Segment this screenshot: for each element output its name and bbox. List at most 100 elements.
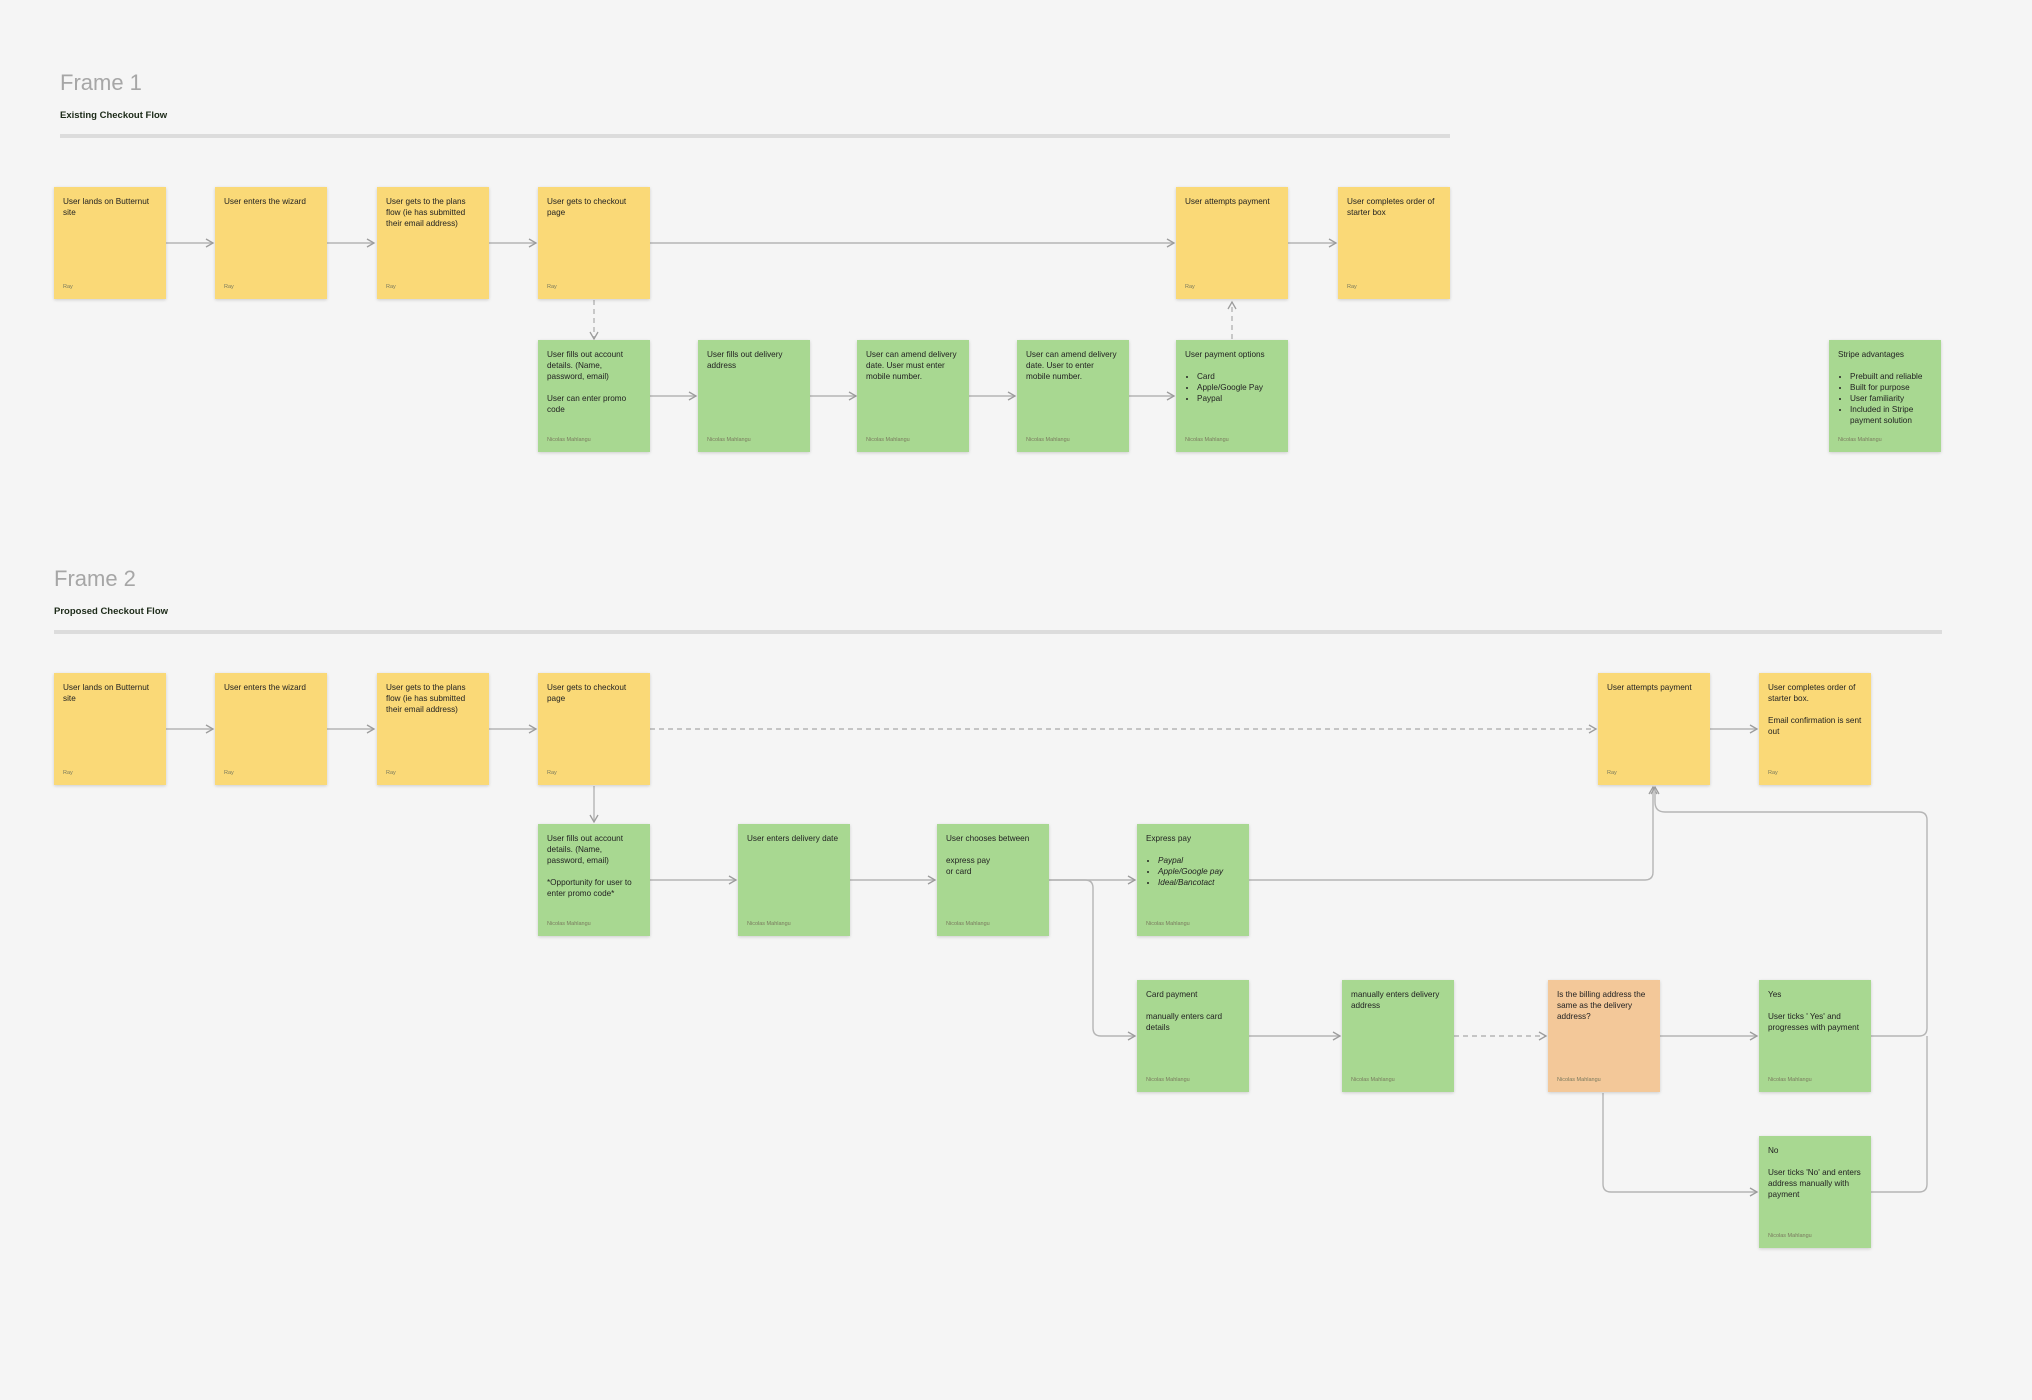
- sticky-text: Email confirmation is sent out: [1768, 716, 1862, 736]
- sticky-text: User completes order of starter box.: [1768, 683, 1856, 703]
- sticky-author: Ray: [1768, 770, 1778, 776]
- frame-1-divider: [60, 134, 1450, 138]
- sticky-text: User gets to the plans flow (ie has subm…: [386, 197, 466, 228]
- sticky-user-enters-wizard[interactable]: User enters the wizard Ray: [215, 187, 327, 299]
- sticky-bullet-item: Included in Stripe payment solution: [1850, 404, 1932, 426]
- sticky-body: User gets to checkout page: [547, 682, 641, 704]
- sticky-text: Is the billing address the same as the d…: [1557, 990, 1646, 1021]
- sticky-enters-delivery-date[interactable]: User enters delivery date Nicolas Mahlan…: [738, 824, 850, 936]
- sticky-author: Nicolas Mahlangu: [1838, 437, 1882, 443]
- sticky-body: User fills out account details. (Name, p…: [547, 349, 641, 415]
- sticky-stripe-advantages[interactable]: Stripe advantagesPrebuilt and reliableBu…: [1829, 340, 1941, 452]
- sticky-text: User gets to checkout page: [547, 197, 627, 217]
- sticky-author: Nicolas Mahlangu: [946, 921, 990, 927]
- sticky-user-gets-to-checkout[interactable]: User gets to checkout page Ray: [538, 187, 650, 299]
- sticky-bullet-item: Paypal: [1197, 393, 1279, 404]
- sticky-user-completes-order[interactable]: User completes order of starter box. Emai…: [1759, 673, 1871, 785]
- sticky-body: User enters the wizard: [224, 682, 318, 693]
- sticky-author: Nicolas Mahlangu: [547, 437, 591, 443]
- sticky-delivery-address[interactable]: User fills out delivery address Nicolas …: [698, 340, 810, 452]
- sticky-author: Ray: [63, 284, 73, 290]
- sticky-bullet-item: Ideal/Bancotact: [1158, 877, 1240, 888]
- sticky-user-completes-order[interactable]: User completes order of starter box Ray: [1338, 187, 1450, 299]
- sticky-text: User ticks 'No' and enters address manua…: [1768, 1168, 1861, 1199]
- frame-1-subtitle: Existing Checkout Flow: [60, 110, 168, 121]
- sticky-text: User enters the wizard: [224, 683, 306, 692]
- sticky-user-gets-to-plans[interactable]: User gets to the plans flow (ie has subm…: [377, 673, 489, 785]
- sticky-bullet-item: Paypal: [1158, 855, 1240, 866]
- sticky-author: Nicolas Mahlangu: [1768, 1077, 1812, 1083]
- sticky-text: Stripe advantages: [1838, 350, 1904, 359]
- sticky-user-lands-site[interactable]: User lands on Butternut site Ray: [54, 673, 166, 785]
- sticky-account-details[interactable]: User fills out account details. (Name, p…: [538, 340, 650, 452]
- sticky-author: Nicolas Mahlangu: [1146, 1077, 1190, 1083]
- sticky-text: User enters the wizard: [224, 197, 306, 206]
- sticky-text: User attempts payment: [1185, 197, 1270, 206]
- sticky-bullet-item: Card: [1197, 371, 1279, 382]
- sticky-text: No: [1768, 1146, 1779, 1155]
- sticky-bullet-list: Prebuilt and reliableBuilt for purposeUs…: [1842, 371, 1932, 426]
- sticky-text: User gets to checkout page: [547, 683, 627, 703]
- sticky-body: User enters delivery date: [747, 833, 841, 844]
- sticky-bullet-item: Apple/Google pay: [1158, 866, 1240, 877]
- sticky-text: Yes: [1768, 990, 1782, 999]
- sticky-bullet-item: Built for purpose: [1850, 382, 1932, 393]
- sticky-payment-options[interactable]: User payment optionsCardApple/Google Pay…: [1176, 340, 1288, 452]
- sticky-body: User fills out delivery address: [707, 349, 801, 371]
- sticky-author: Nicolas Mahlangu: [707, 437, 751, 443]
- connector-f2_billing-f2_no: [1602, 1093, 1759, 1197]
- sticky-author: Ray: [386, 284, 396, 290]
- sticky-text: User fills out account details. (Name, p…: [547, 834, 623, 865]
- sticky-user-lands-site[interactable]: User lands on Butternut site Ray: [54, 187, 166, 299]
- sticky-text: Express pay: [1146, 834, 1192, 843]
- sticky-user-gets-to-plans[interactable]: User gets to the plans flow (ie has subm…: [377, 187, 489, 299]
- sticky-author: Nicolas Mahlangu: [1026, 437, 1070, 443]
- sticky-body: User can amend delivery date. User to en…: [1026, 349, 1120, 382]
- sticky-text: User can enter promo code: [547, 394, 627, 414]
- sticky-author: Nicolas Mahlangu: [866, 437, 910, 443]
- sticky-author: Ray: [1607, 770, 1617, 776]
- sticky-text: express pay or card: [946, 856, 991, 876]
- sticky-manual-delivery-address[interactable]: manually enters delivery address Nicolas…: [1342, 980, 1454, 1092]
- sticky-author: Ray: [224, 284, 234, 290]
- sticky-billing-question[interactable]: Is the billing address the same as the d…: [1548, 980, 1660, 1092]
- sticky-body: Express payPaypalApple/Google payIdeal/B…: [1146, 833, 1240, 888]
- sticky-body: User enters the wizard: [224, 196, 318, 207]
- sticky-bullet-item: User familiarity: [1850, 393, 1932, 404]
- sticky-user-attempts-payment[interactable]: User attempts payment Ray: [1598, 673, 1710, 785]
- sticky-body: User gets to the plans flow (ie has subm…: [386, 196, 480, 229]
- sticky-express-pay[interactable]: Express payPaypalApple/Google payIdeal/B…: [1137, 824, 1249, 936]
- sticky-text: User gets to the plans flow (ie has subm…: [386, 683, 466, 714]
- frame-2-divider: [54, 630, 1942, 634]
- sticky-amend-delivery-date-mobile[interactable]: User can amend delivery date. User to en…: [1017, 340, 1129, 452]
- sticky-text: User can amend delivery date. User must …: [866, 350, 957, 381]
- sticky-bullet-list: CardApple/Google PayPaypal: [1189, 371, 1279, 404]
- sticky-user-enters-wizard[interactable]: User enters the wizard Ray: [215, 673, 327, 785]
- sticky-author: Ray: [386, 770, 396, 776]
- sticky-body: User attempts payment: [1607, 682, 1701, 693]
- sticky-body: User completes order of starter box. Emai…: [1768, 682, 1862, 737]
- sticky-text: User fills out delivery address: [707, 350, 783, 370]
- sticky-text: User lands on Butternut site: [63, 683, 150, 703]
- sticky-account-details[interactable]: User fills out account details. (Name, p…: [538, 824, 650, 936]
- connector-f2_yes-f2_attempts: [1650, 785, 1928, 1037]
- sticky-author: Ray: [1347, 284, 1357, 290]
- sticky-body: User fills out account details. (Name, p…: [547, 833, 641, 899]
- sticky-bullet-list: PaypalApple/Google payIdeal/Bancotact: [1150, 855, 1240, 888]
- sticky-body: Stripe advantagesPrebuilt and reliableBu…: [1838, 349, 1932, 426]
- sticky-author: Ray: [1185, 284, 1195, 290]
- sticky-text: Card payment: [1146, 990, 1198, 999]
- sticky-text: User chooses between: [946, 834, 1030, 843]
- sticky-text: User enters delivery date: [747, 834, 839, 843]
- frame-2-subtitle: Proposed Checkout Flow: [54, 606, 169, 617]
- sticky-amend-delivery-date[interactable]: User can amend delivery date. User must …: [857, 340, 969, 452]
- sticky-author: Nicolas Mahlangu: [1146, 921, 1190, 927]
- sticky-user-attempts-payment[interactable]: User attempts payment Ray: [1176, 187, 1288, 299]
- sticky-user-gets-to-checkout[interactable]: User gets to checkout page Ray: [538, 673, 650, 785]
